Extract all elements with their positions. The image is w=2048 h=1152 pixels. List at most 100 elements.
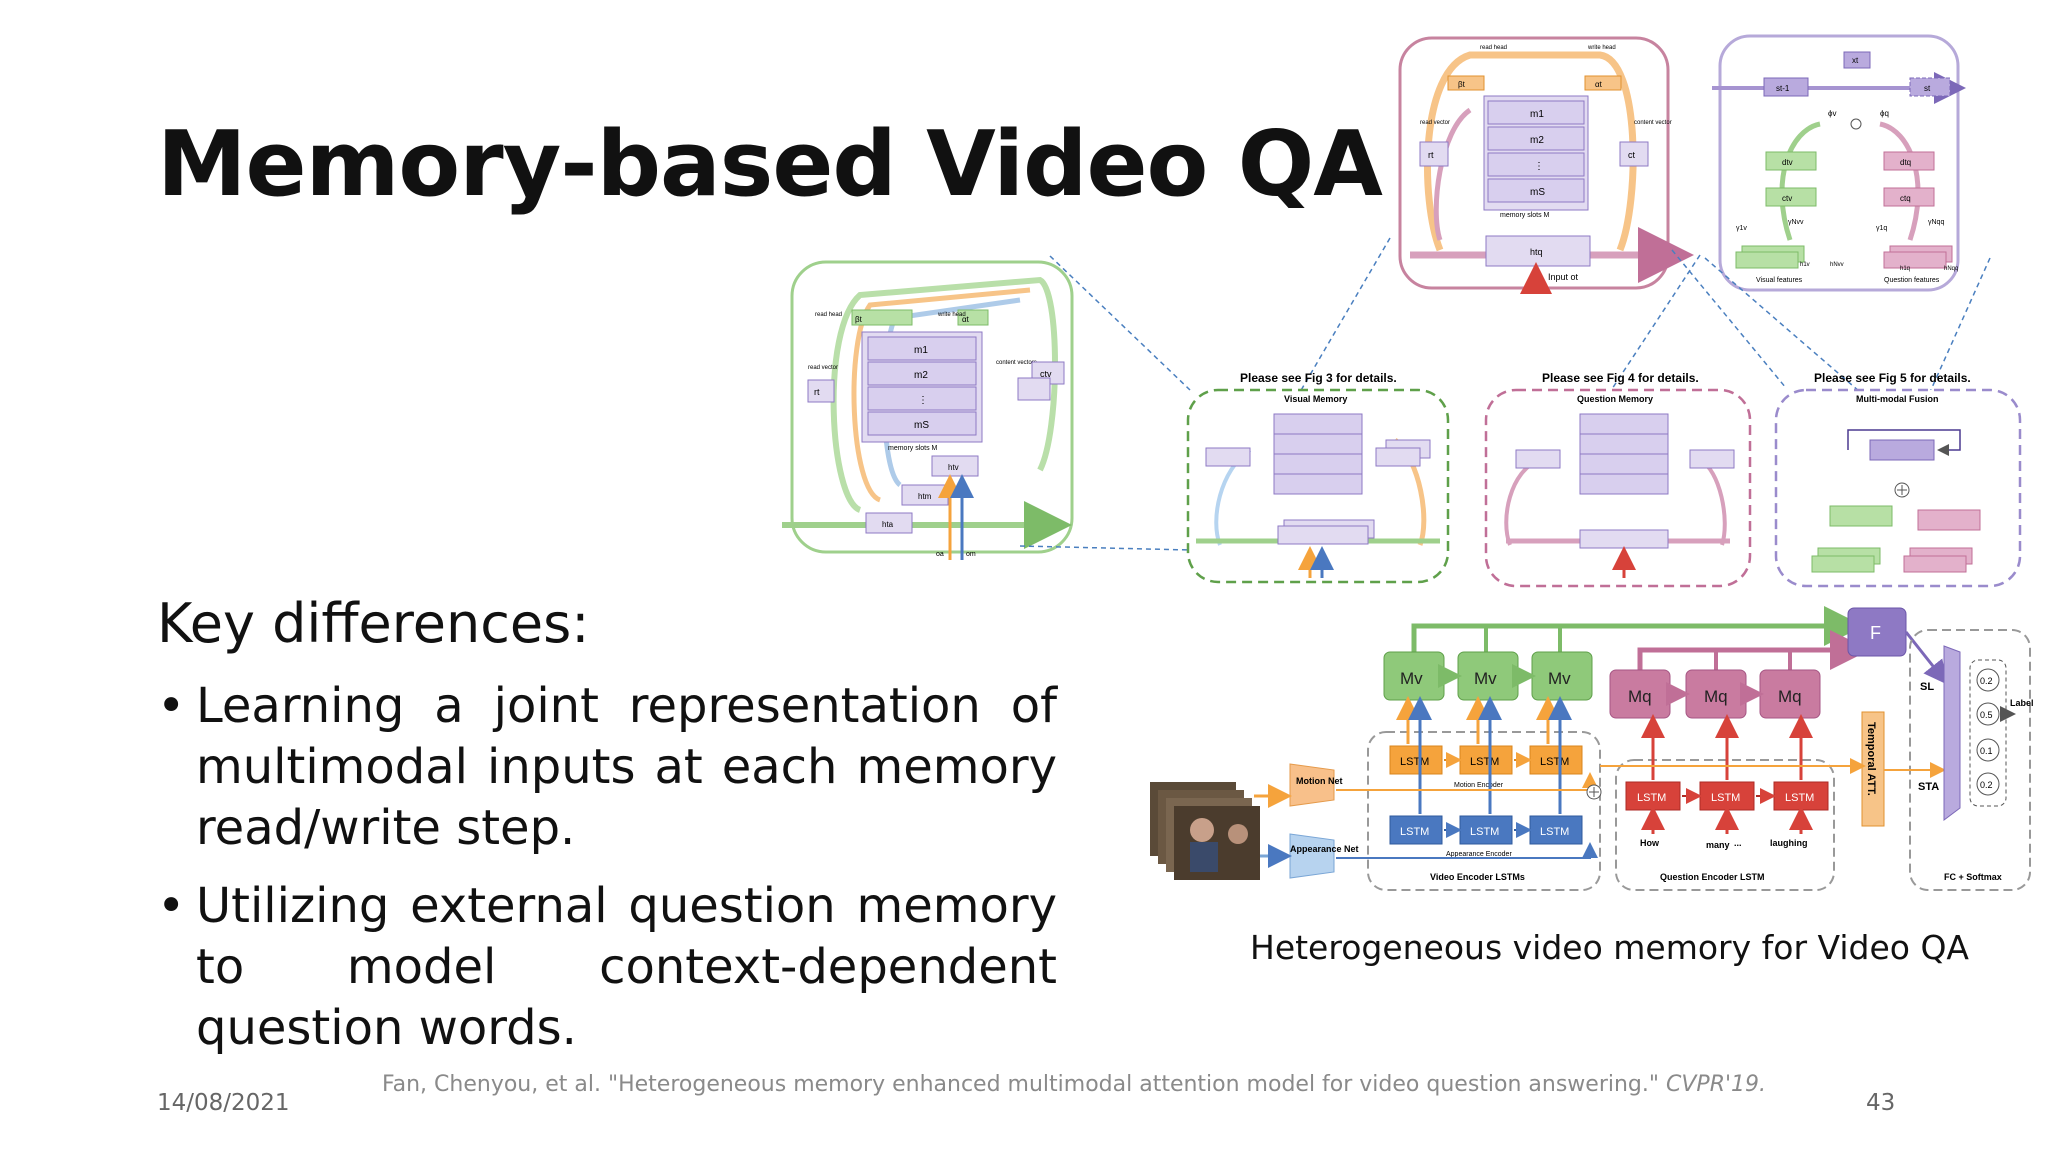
gamma-label: γNqq: [1928, 219, 1944, 226]
h-label: h1v: [1800, 262, 1810, 268]
visual-memory-detail-panel: read head write head βt αt m1 m2 ⋮ mS me…: [782, 260, 1074, 560]
slot-label: mS: [1530, 187, 1545, 198]
read-head-label: read head: [1480, 45, 1507, 51]
h-label: hNqq: [1944, 266, 1958, 272]
page-number: 43: [1866, 1090, 1896, 1116]
lstm-label: LSTM: [1711, 792, 1740, 804]
alpha-label: αt: [1595, 80, 1603, 89]
read-vector-label: read vector: [1420, 120, 1450, 126]
word-label: many: [1706, 840, 1730, 850]
sl-label: SL: [1920, 681, 1934, 693]
word-label: ...: [1734, 838, 1742, 848]
o-m-label: om: [966, 551, 976, 558]
fc-softmax-label: FC + Softmax: [1944, 872, 2002, 882]
memory-slots-label: memory slots M: [1500, 212, 1550, 219]
sta-label: STA: [1918, 781, 1939, 793]
mq-label: Mq: [1628, 687, 1652, 706]
slot-label: ⋮: [918, 395, 928, 406]
bullet-marker: •: [157, 878, 186, 934]
citation-venue: CVPR'19.: [1666, 1072, 1767, 1097]
prob-label: 0.2: [1980, 676, 1993, 686]
r-label: rt: [814, 387, 820, 397]
slot-label: m2: [914, 370, 928, 381]
appearance-encoder-label: Appearance Encoder: [1446, 851, 1512, 858]
cv-label: ctv: [1782, 194, 1792, 203]
slot-label: m1: [914, 345, 928, 356]
lstm-label: LSTM: [1540, 756, 1569, 768]
gamma-label: γ1v: [1736, 225, 1747, 232]
slide-title: Memory-based Video QA: [157, 112, 1383, 217]
question-memory-detail-panel: read head write head βt αt m1 m2 ⋮ mS me…: [1398, 36, 1694, 294]
input-label: Input ot: [1548, 272, 1579, 282]
lstm-label: LSTM: [1470, 826, 1499, 838]
prob-label: 0.5: [1980, 710, 1993, 720]
mv-label: Mv: [1474, 669, 1497, 688]
figure-caption: Heterogeneous video memory for Video QA: [1250, 928, 1970, 967]
lstm-label: LSTM: [1540, 826, 1569, 838]
r-label: rt: [1428, 150, 1434, 160]
bullet-text: Utilizing external question memory to mo…: [196, 878, 1057, 1056]
see-fig4-label: Please see Fig 4 for details.: [1542, 371, 1699, 385]
see-fig5-label: Please see Fig 5 for details.: [1814, 371, 1971, 385]
visual-memory-label: Visual Memory: [1284, 394, 1347, 404]
phi-v-label: ϕv: [1828, 109, 1836, 118]
gamma-label: γNvv: [1788, 219, 1804, 226]
motion-net-label: Motion Net: [1296, 776, 1343, 786]
bullet-marker: •: [157, 678, 186, 734]
h-label: htm: [918, 492, 932, 501]
prob-label: 0.2: [1980, 780, 1993, 790]
question-features-label: Question features: [1884, 277, 1940, 284]
see-fig3-label: Please see Fig 3 for details.: [1240, 371, 1397, 385]
memory-slots-label: memory slots M: [888, 445, 938, 452]
question-encoder-label: Question Encoder LSTM: [1660, 872, 1765, 882]
slot-label: m2: [1530, 135, 1544, 146]
h-label: h1q: [1900, 266, 1910, 272]
visual-features-label: Visual features: [1756, 277, 1803, 284]
citation-main: Fan, Chenyou, et al. "Heterogeneous memo…: [382, 1072, 1660, 1097]
citation: Fan, Chenyou, et al. "Heterogeneous memo…: [382, 1072, 1766, 1097]
video-encoder-label: Video Encoder LSTMs: [1430, 872, 1525, 882]
slot-label: m1: [1530, 109, 1544, 120]
phi-q-label: ϕq: [1880, 109, 1889, 118]
h-label: htv: [948, 463, 959, 472]
s-label: st: [1924, 84, 1931, 93]
mq-label: Mq: [1778, 687, 1802, 706]
label-output: Label: [2010, 698, 2034, 708]
c-label: ct: [1628, 150, 1636, 160]
pipeline: Mv Mv Mv Mq Mq Mq F LSTM LSTM LSTM Motio…: [1150, 606, 2034, 891]
slot-label: ⋮: [1534, 161, 1544, 172]
c-label: ctv: [1040, 369, 1052, 379]
h-label: htq: [1530, 247, 1543, 257]
question-memory-module: Please see Fig 4 for details. Question M…: [1484, 371, 1752, 588]
h-label: hNvv: [1830, 262, 1844, 268]
question-memory-label: Question Memory: [1577, 394, 1653, 404]
content-vector-label: content vector: [1634, 120, 1672, 126]
word-label: laughing: [1770, 838, 1808, 848]
lstm-label: LSTM: [1785, 792, 1814, 804]
bullet-item-2: • Utilizing external question memory to …: [157, 876, 1057, 1059]
video-frames-thumbnail: [1150, 782, 1260, 880]
visual-memory-module: Please see Fig 3 for details. Visual Mem…: [1186, 371, 1450, 584]
read-vector-label: read vector: [808, 365, 838, 371]
appearance-net-label: Appearance Net: [1290, 844, 1359, 854]
bullet-item-1: • Learning a joint representation of mul…: [157, 676, 1057, 859]
slide-date: 14/08/2021: [157, 1090, 290, 1116]
s-prev-label: st-1: [1776, 84, 1790, 93]
cq-label: ctq: [1900, 194, 1911, 203]
write-head-label: write head: [1587, 45, 1616, 51]
zoom-connectors: [1019, 237, 1991, 551]
bullet-text: Learning a joint representation of multi…: [196, 678, 1057, 856]
read-head-label: read head: [815, 312, 842, 318]
lstm-label: LSTM: [1470, 756, 1499, 768]
beta-label: βt: [855, 315, 863, 324]
alpha-label: αt: [962, 315, 970, 324]
word-label: How: [1640, 838, 1660, 848]
mv-label: Mv: [1548, 669, 1571, 688]
gamma-label: γ1q: [1876, 225, 1887, 232]
slot-label: mS: [914, 420, 929, 431]
lstm-label: LSTM: [1400, 826, 1429, 838]
prob-label: 0.1: [1980, 746, 1993, 756]
mv-label: Mv: [1400, 669, 1423, 688]
f-label: F: [1870, 623, 1881, 643]
